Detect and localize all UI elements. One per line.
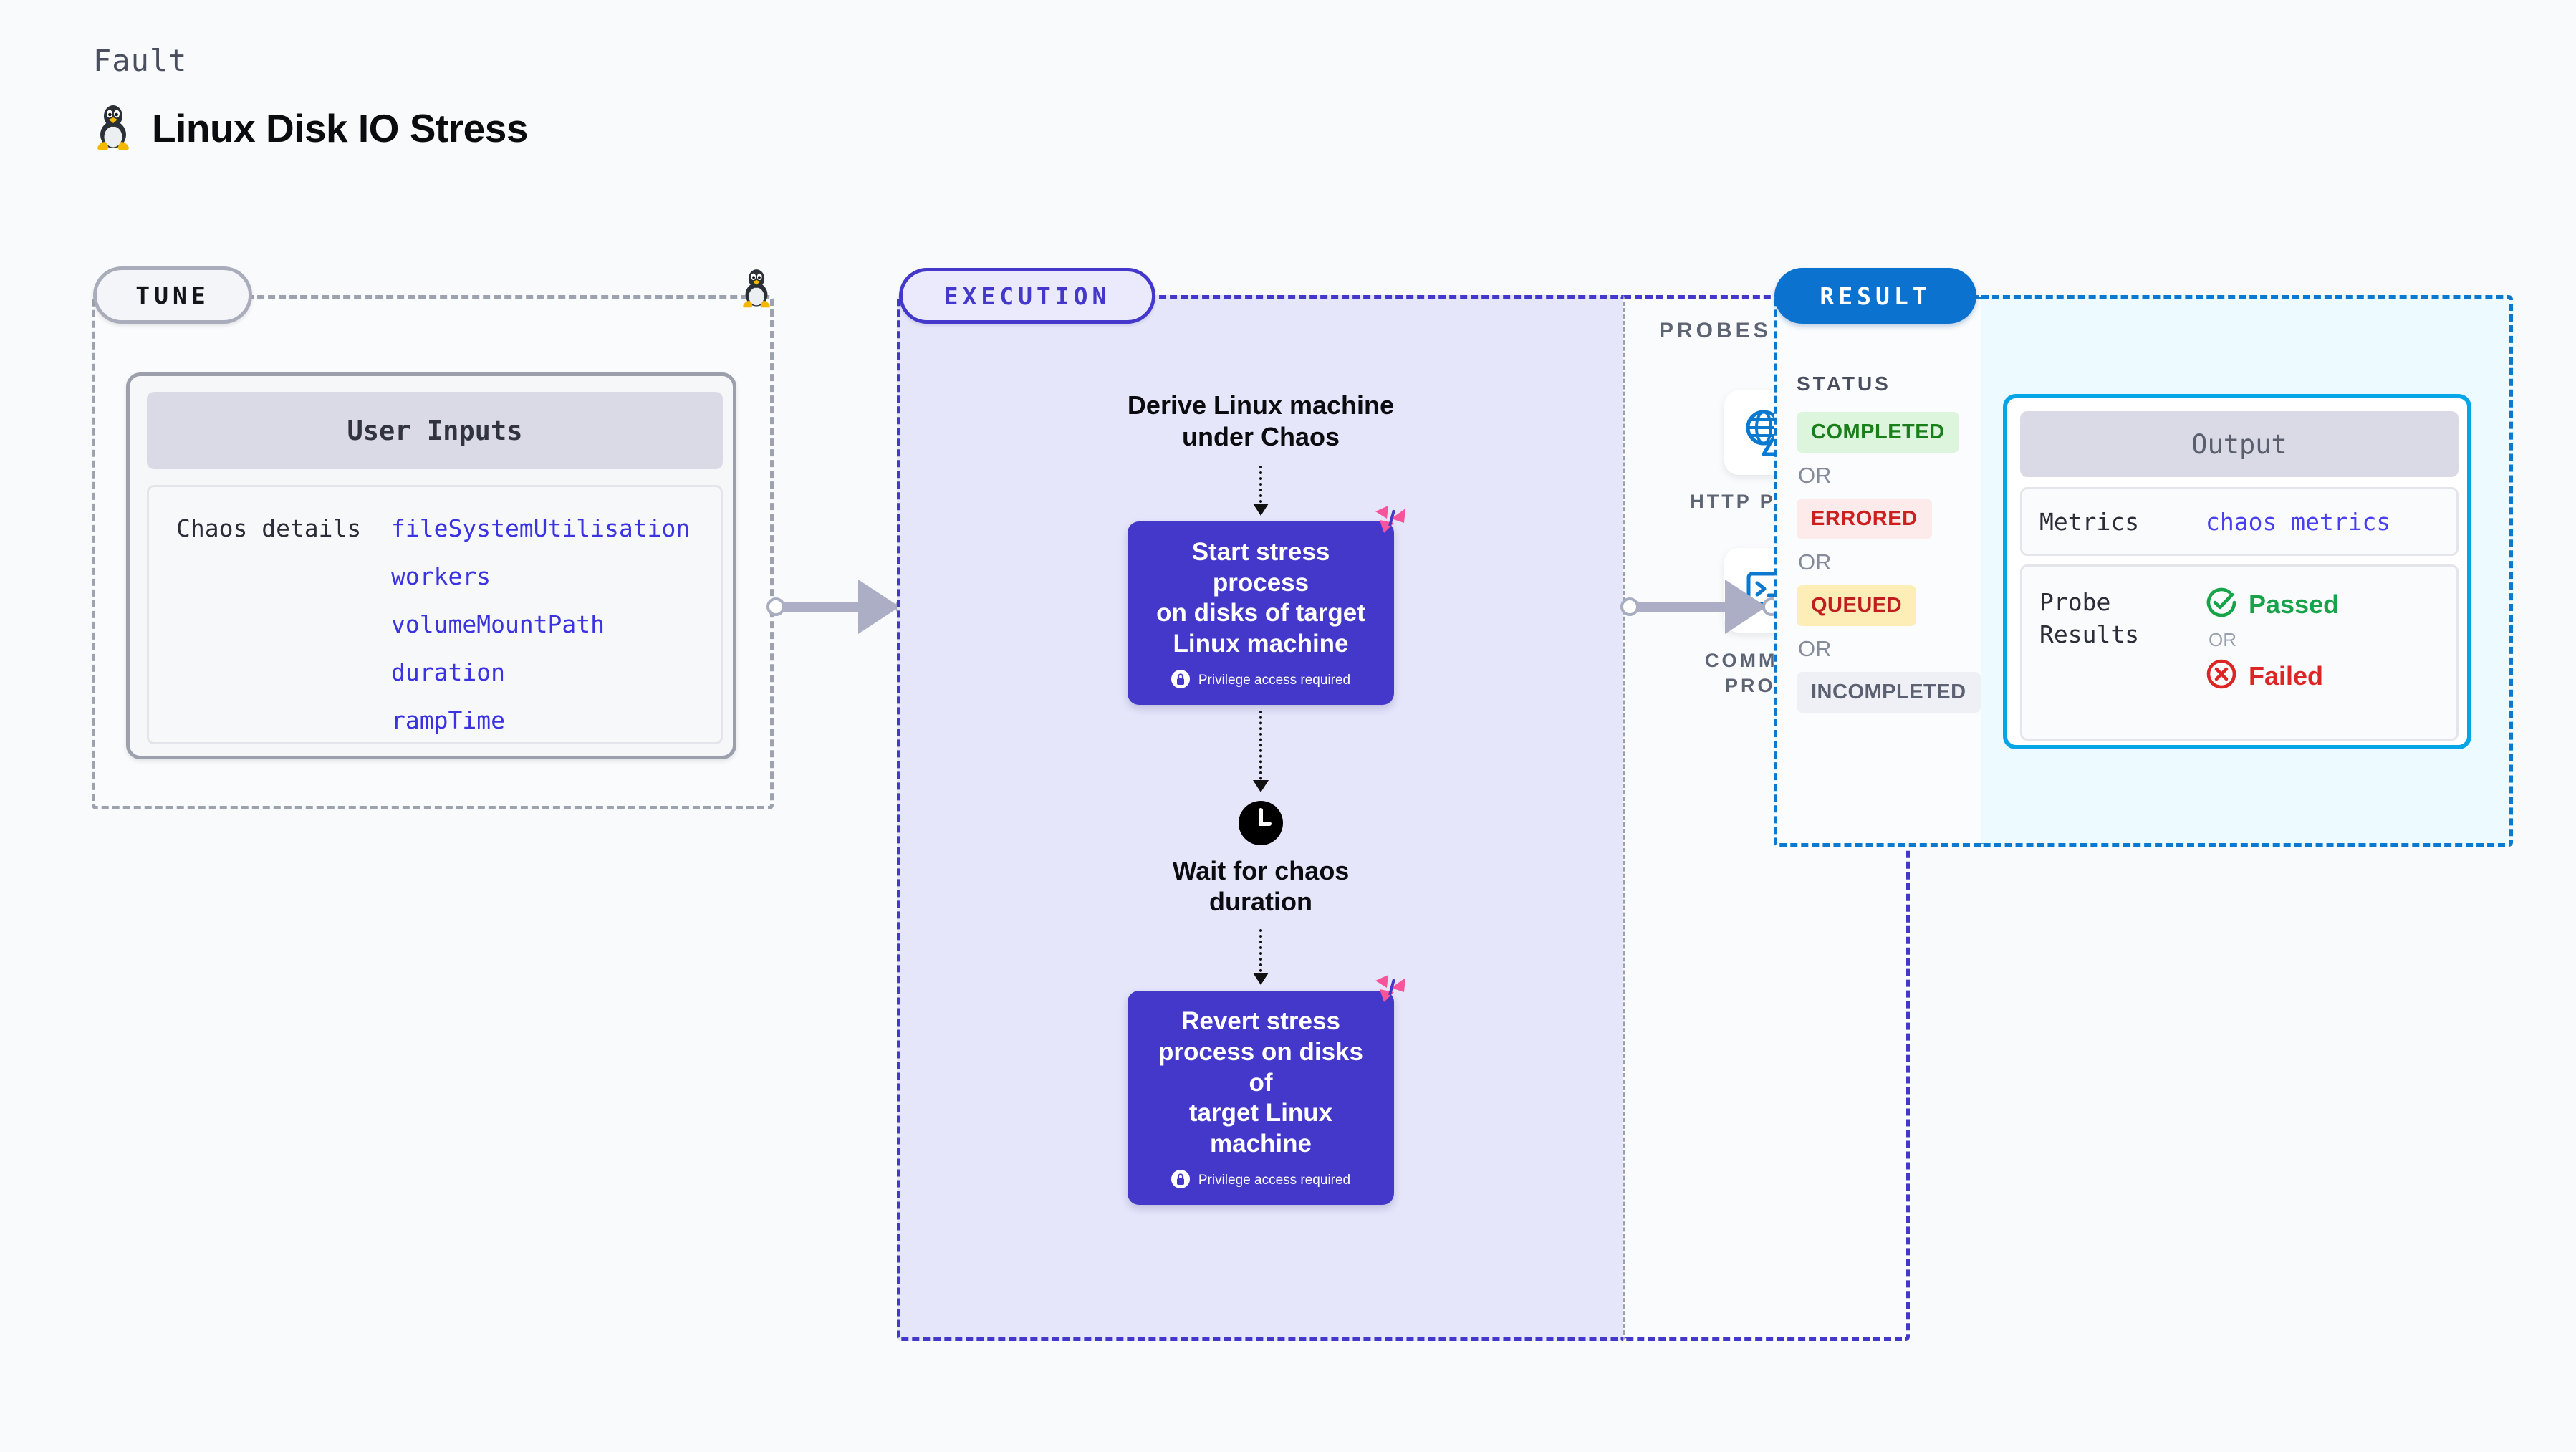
status-list: COMPLETED OR ERRORED OR QUEUED OR INCOMP… [1797,412,1981,713]
lock-icon [1171,669,1190,692]
probe-result-passed: Passed [2206,587,2339,622]
connector-execution-to-result [1620,580,1792,634]
chaos-details-label: Chaos details [176,514,362,542]
probe-result-or: OR [2209,629,2236,650]
metrics-key: Metrics [2039,507,2140,536]
status-or-2: OR [1798,549,1832,574]
arrow-right-icon [1725,580,1767,634]
probe-results-values: Passed OR Failed [2206,587,2339,739]
param-volumemountpath[interactable]: volumeMountPath [391,610,605,638]
user-inputs-card: User Inputs Chaos details fileSystemUtil… [126,372,736,759]
privilege-row: Privilege access required [1171,1169,1351,1192]
clock-icon [1239,800,1283,845]
user-inputs-heading: User Inputs [147,392,723,469]
page-title: Linux Disk IO Stress [152,105,528,150]
param-duration[interactable]: duration [391,658,505,686]
flow-arrow-1 [1253,465,1269,516]
status-section-label: STATUS [1797,372,1891,395]
status-or-3: OR [1798,636,1832,661]
output-heading: Output [2020,411,2459,477]
privilege-row: Privilege access required [1171,669,1351,692]
tune-pill[interactable]: TUNE [93,266,252,324]
arrow-right-icon [858,580,900,634]
result-pill[interactable]: RESULT [1774,268,1976,324]
param-filesystemutilisation[interactable]: fileSystemUtilisation [391,514,691,542]
privilege-text: Privilege access required [1198,1173,1351,1188]
linux-tux-icon [93,102,133,153]
param-workers[interactable]: workers [391,562,491,590]
status-badge-queued: QUEUED [1797,585,1917,626]
probes-section-label: PROBES [1659,319,1772,342]
passed-label: Passed [2249,589,2340,619]
param-ramptime[interactable]: rampTime [391,706,505,734]
connector-line [1636,602,1736,612]
status-or-1: OR [1798,463,1832,488]
x-circle-icon [2206,658,2237,693]
litmus-badge-icon [1373,504,1407,539]
failed-label: Failed [2249,660,2324,691]
check-circle-icon [2206,587,2237,622]
status-badge-errored: ERRORED [1797,499,1932,539]
connector-line [782,602,870,612]
fault-kicker: Fault [93,43,188,78]
result-status-panel [1774,295,1983,847]
status-badge-completed: COMPLETED [1797,412,1959,453]
chaos-details-param-list: fileSystemUtilisation workers volumeMoun… [391,514,690,742]
chaos-details-box: Chaos details fileSystemUtilisation work… [147,485,723,744]
metrics-row: Metrics chaos metrics [2020,487,2459,556]
litmus-badge-icon [1373,973,1407,1009]
execution-pill[interactable]: EXECUTION [899,268,1155,324]
page-header: Fault Linux Disk IO Stress [93,43,528,153]
fault-title-row: Linux Disk IO Stress [93,102,528,153]
flow-arrow-2 [1253,710,1269,792]
privilege-text: Privilege access required [1198,673,1351,688]
lock-icon [1171,1169,1190,1192]
probe-result-failed: Failed [2206,658,2339,693]
flow-arrow-3 [1253,929,1269,986]
linux-tux-icon [739,266,774,312]
metrics-value[interactable]: chaos metrics [2206,507,2391,536]
status-badge-incompleted: INCOMPLETED [1797,672,1981,713]
connector-tune-to-execution [766,580,914,634]
